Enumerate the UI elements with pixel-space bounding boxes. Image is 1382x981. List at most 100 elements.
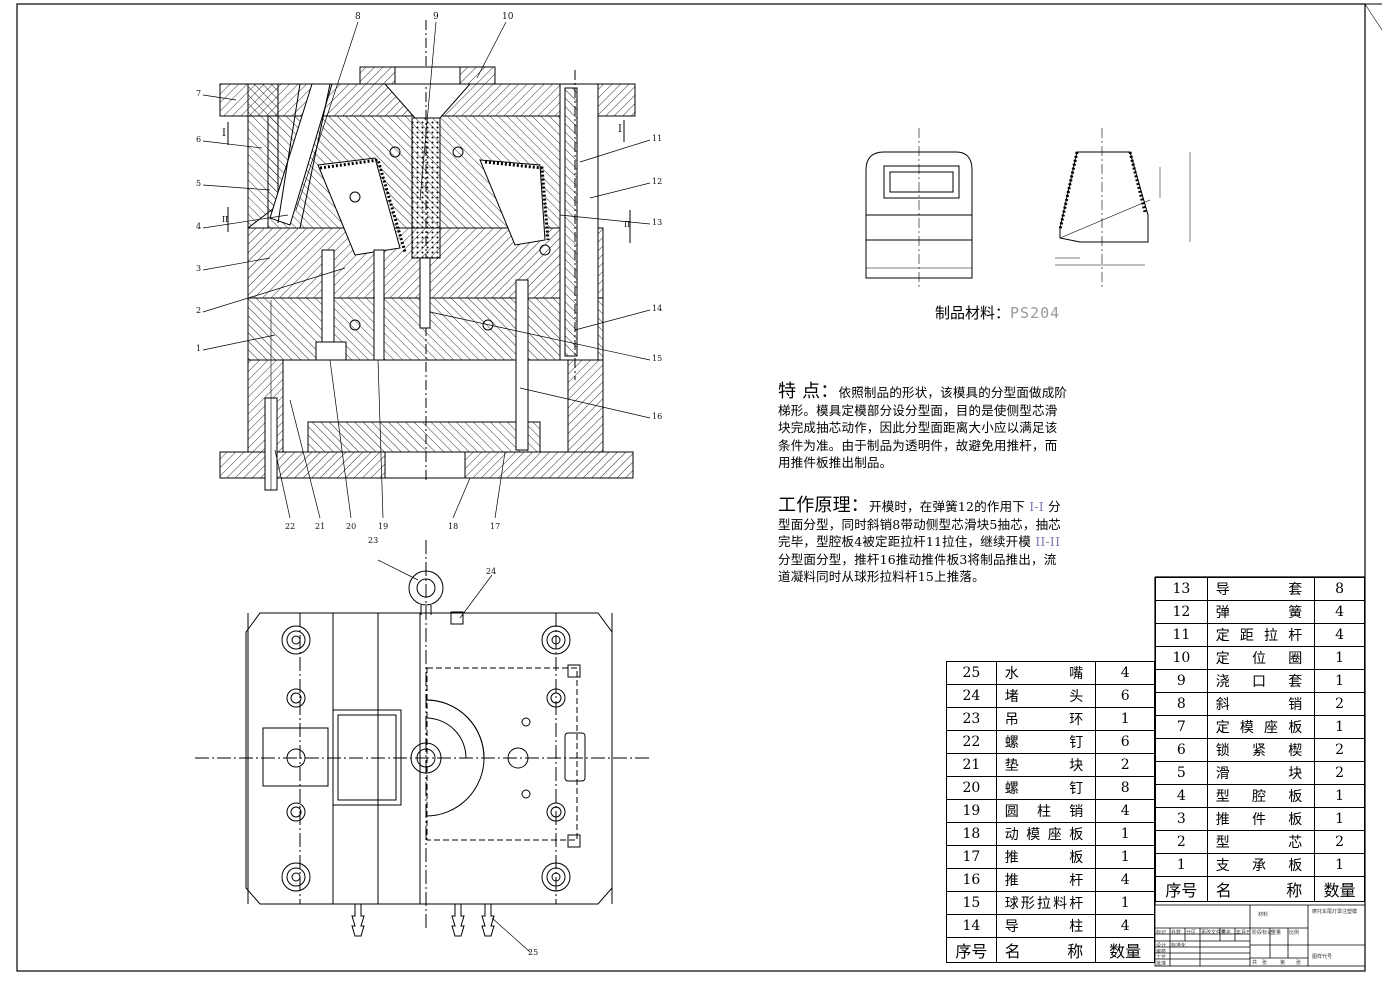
bom-cell-name: 浇口套 (1206, 669, 1316, 693)
bom-cell-name: 推杆 (995, 868, 1097, 892)
title-block-label: 比例 (1289, 930, 1300, 936)
title-block-label: 标准化 (1171, 943, 1187, 949)
bom-cell-no: 12 (1155, 600, 1208, 624)
bom-cell-no: 4 (1155, 784, 1208, 808)
bom-cell-name: 名称 (1206, 876, 1316, 902)
title-block-label: 设计 (1156, 943, 1167, 949)
bom-cell-no: 10 (1155, 646, 1208, 670)
title-block-label: 更改文件号 (1201, 930, 1227, 936)
principle-text-2: 分型面分型，同时斜销8带动侧型芯滑块5抽芯，抽芯完毕，型腔板4被定距拉杆11拉住… (778, 499, 1062, 549)
principle-text-3: 分型面分型，推杆16推动推件板3将制品推出，流道凝料同时从球形拉料杆15上推落。 (778, 551, 1057, 585)
principle-note: 工作原理：开模时，在弹簧12的作用下 I-I 分型面分型，同时斜销8带动侧型芯滑… (778, 497, 1068, 586)
balloon-19: 19 (378, 522, 389, 531)
bom-cell-qty: 6 (1095, 684, 1155, 708)
bom-cell-name: 型腔板 (1206, 784, 1316, 808)
bom-cell-no: 21 (946, 753, 997, 777)
title-block-label: 重量 (1271, 930, 1282, 936)
title-project: 摩托车尾灯罩注塑模 (1312, 909, 1358, 915)
sheet-frame (16, 3, 1366, 972)
title-drawing-code: 图样代号 (1312, 954, 1333, 960)
bom-cell-no: 15 (946, 891, 997, 915)
balloon-22: 22 (285, 522, 296, 531)
bom-cell-no: 20 (946, 776, 997, 800)
mold-section-view: I I II II (219, 20, 636, 491)
bom-cell-no: 17 (946, 845, 997, 869)
balloon-13: 13 (652, 218, 663, 227)
bom-cell-name: 型芯 (1206, 830, 1316, 854)
principle-heading: 工作原理： (778, 495, 869, 516)
bom-cell-qty: 2 (1095, 753, 1155, 777)
bom-cell-no: 16 (946, 868, 997, 892)
bom-cell-qty: 1 (1314, 715, 1365, 739)
balloon-10: 10 (502, 12, 514, 22)
svg-text:II: II (222, 215, 228, 224)
title-block-label: 分区 (1186, 930, 1197, 936)
bom-cell-qty: 2 (1314, 738, 1365, 762)
bom-cell-no: 8 (1155, 692, 1208, 716)
bom-cell-no: 2 (1155, 830, 1208, 854)
balloon-1: 1 (196, 344, 202, 353)
bom-cell-no: 3 (1155, 807, 1208, 831)
title-block-label: 批准 (1156, 961, 1167, 967)
balloon-14: 14 (652, 304, 663, 313)
bom-cell-qty: 1 (1314, 646, 1365, 670)
features-text: 依照制品的形状，该模具的分型面做成阶梯形。模具定模部分设分型面，目的是使侧型芯滑… (778, 385, 1068, 470)
bom-header-row: 序号名称数量 (1155, 876, 1365, 902)
bom-cell-qty: 1 (1095, 891, 1155, 915)
svg-text:I: I (222, 128, 226, 139)
mold-plan-view (195, 540, 650, 953)
title-block-label: 阶段标记 (1252, 930, 1273, 936)
bom-cell-name: 名称 (995, 937, 1097, 963)
title-block-label: 工艺 (1156, 955, 1167, 961)
balloon-5: 5 (196, 179, 202, 188)
title-material: 材料 (1258, 912, 1269, 918)
bom-cell-name: 导套 (1206, 577, 1316, 601)
bom-cell-no: 22 (946, 730, 997, 754)
material-label: 制品材料： (935, 304, 1011, 322)
bom-cell-no: 6 (1155, 738, 1208, 762)
balloon-4: 4 (196, 222, 202, 231)
balloon-24: 24 (486, 567, 497, 576)
bom-cell-no: 23 (946, 707, 997, 731)
title-block-label: 标记 (1156, 930, 1167, 936)
balloon-18: 18 (448, 522, 459, 531)
balloon-2: 2 (196, 306, 202, 315)
title-block-label: 张 (1296, 960, 1302, 966)
material-value: PS204 (1010, 304, 1061, 322)
bom-cell-qty: 数量 (1095, 937, 1155, 963)
balloon-15: 15 (652, 354, 663, 363)
bom-cell-name: 螺钉 (995, 776, 1097, 800)
features-note: 特 点：依照制品的形状，该模具的分型面做成阶梯形。模具定模部分设分型面，目的是使… (778, 383, 1068, 472)
bom-cell-qty: 2 (1314, 830, 1365, 854)
bom-cell-name: 定模座板 (1206, 715, 1316, 739)
bom-cell-qty: 4 (1095, 799, 1155, 823)
balloon-11: 11 (652, 134, 663, 143)
bom-cell-qty: 4 (1095, 914, 1155, 938)
parting-line-1: I-I (1029, 499, 1044, 514)
bom-cell-qty: 1 (1314, 669, 1365, 693)
bom-cell-qty: 1 (1314, 853, 1365, 877)
bom-cell-name: 球形拉料杆 (995, 891, 1097, 915)
balloon-17: 17 (490, 522, 501, 531)
balloon-20: 20 (346, 522, 357, 531)
balloon-8: 8 (355, 12, 361, 22)
bom-cell-name: 支承板 (1206, 853, 1316, 877)
bom-cell-qty: 4 (1314, 600, 1365, 624)
bom-cell-qty: 1 (1095, 707, 1155, 731)
balloon-3: 3 (196, 264, 202, 273)
bom-cell-qty: 8 (1314, 577, 1365, 601)
plan-bolt-holes (281, 625, 571, 892)
bom-cell-name: 垫块 (995, 753, 1097, 777)
title-block-label: 共 (1252, 960, 1258, 966)
